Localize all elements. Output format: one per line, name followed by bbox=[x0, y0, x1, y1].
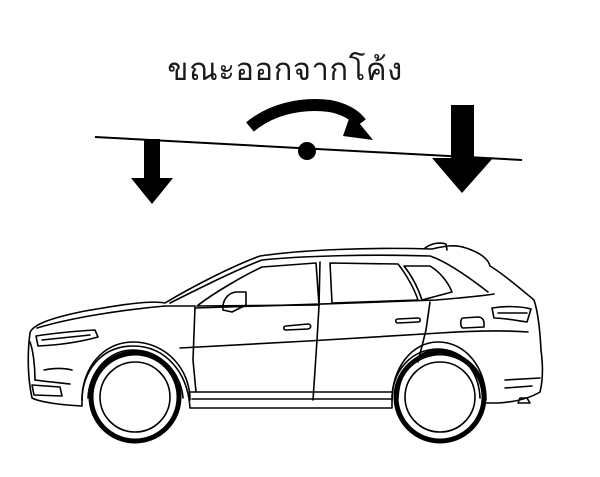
suv-side-view-illustration bbox=[27, 242, 544, 409]
diagram-caption: ขณะออกจากโค้ง bbox=[167, 52, 403, 88]
small-down-arrow-icon bbox=[131, 139, 173, 204]
rotation-arrow-icon bbox=[246, 99, 373, 140]
large-down-arrow-icon bbox=[432, 105, 493, 193]
rear-wheel bbox=[393, 350, 487, 444]
front-wheel bbox=[88, 350, 182, 444]
pivot-point bbox=[298, 142, 316, 160]
